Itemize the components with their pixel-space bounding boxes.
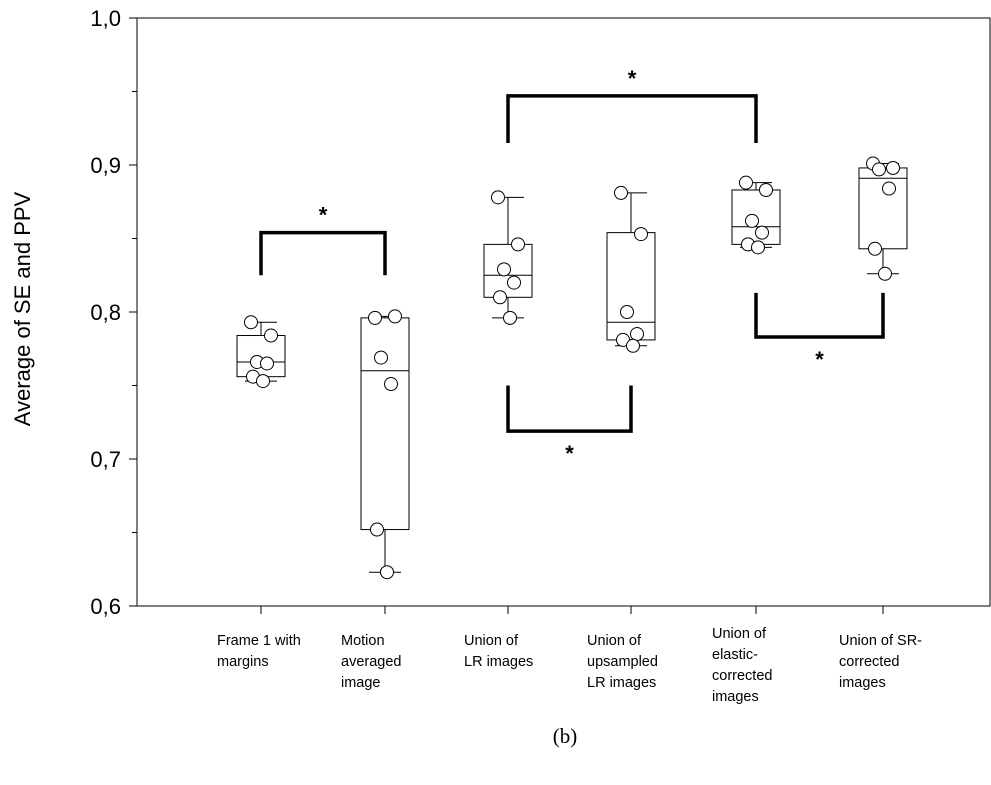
category-label-line: Motion [341, 633, 385, 649]
data-point [384, 377, 398, 392]
category-label-3: Union of LR images [464, 633, 533, 670]
data-point [745, 213, 759, 228]
data-point [882, 181, 896, 196]
data-point [260, 356, 274, 371]
category-label-line: margins [217, 654, 269, 670]
category-labels: Frame 1 with margins Motion averaged image Un… [217, 626, 922, 705]
data-point [868, 241, 882, 256]
data-point [368, 310, 382, 325]
box-3 [483, 196, 533, 319]
data-points [244, 156, 900, 580]
bracket-line [754, 292, 885, 339]
data-point [264, 328, 278, 343]
category-label-line: corrected [839, 654, 899, 670]
significance-brackets: * * * * [259, 66, 885, 466]
y-tick-label: 0,8 [90, 300, 121, 325]
significance-star: * [319, 203, 328, 228]
data-point [256, 374, 270, 389]
box-series [236, 163, 908, 573]
category-label-2: Motion averaged image [341, 633, 401, 691]
significance-star: * [628, 66, 637, 91]
category-label-4: Union of upsampled LR images [587, 633, 658, 691]
data-point [755, 225, 769, 240]
category-label-line: LR images [464, 654, 533, 670]
category-label-line: Union of SR- [839, 633, 922, 649]
category-label-line: Union of [712, 626, 767, 642]
data-point [620, 305, 634, 319]
category-label-line: corrected [712, 668, 772, 684]
data-point [634, 227, 648, 242]
category-label-6: Union of SR-corrected images [839, 633, 922, 691]
data-point [739, 175, 753, 190]
data-point [878, 266, 892, 281]
significance-bracket-2: * [506, 66, 758, 143]
significance-bracket-1: * [259, 203, 387, 276]
y-tick-label: 0,7 [90, 447, 121, 472]
category-label-line: images [712, 689, 759, 705]
data-point [886, 160, 900, 175]
category-label-1: Frame 1 with margins [217, 633, 301, 670]
data-point [497, 262, 511, 277]
data-point [493, 290, 507, 305]
category-label-5: Union of elastic-corrected images [712, 626, 772, 705]
y-axis-label: Average of SE and PPV [10, 191, 35, 426]
box-6 [858, 163, 908, 275]
y-tick-label: 1,0 [90, 6, 121, 31]
y-tick-label: 0,9 [90, 153, 121, 178]
box-5 [731, 182, 781, 248]
category-label-line: Frame 1 with [217, 633, 301, 649]
data-point [511, 237, 525, 252]
data-point [503, 310, 517, 325]
category-label-line: Union of [587, 633, 642, 649]
box-1 [236, 321, 286, 382]
category-label-line: image [341, 675, 381, 691]
data-point [244, 315, 258, 330]
category-label-line: images [839, 675, 886, 691]
iqr-box [360, 317, 410, 531]
data-point [759, 182, 773, 197]
data-point [507, 275, 521, 290]
data-point [751, 240, 765, 255]
data-point [872, 162, 886, 177]
data-point [491, 190, 505, 205]
data-point [626, 338, 640, 353]
significance-star: * [565, 441, 574, 466]
category-label-line: Union of [464, 633, 519, 649]
axes: 0,6 0,7 0,8 0,9 1,0 [90, 6, 991, 619]
box-4 [606, 192, 656, 347]
bracket-line [506, 94, 758, 143]
data-point [380, 565, 394, 580]
iqr-box [236, 335, 286, 378]
significance-star: * [815, 347, 824, 372]
plot-frame [136, 17, 991, 607]
y-tick-label: 0,6 [90, 594, 121, 619]
iqr-box [606, 232, 656, 341]
category-label-line: averaged [341, 654, 401, 670]
significance-bracket-4: * [754, 292, 885, 372]
data-point [370, 522, 384, 537]
data-point [374, 350, 388, 365]
figure-caption: (b) [553, 724, 578, 748]
bracket-line [259, 230, 387, 276]
category-label-line: upsampled [587, 654, 658, 670]
bracket-line [506, 385, 633, 433]
significance-bracket-3: * [506, 385, 633, 466]
category-label-line: LR images [587, 675, 656, 691]
category-label-line: elastic- [712, 647, 758, 663]
data-point [388, 309, 402, 324]
data-point [614, 185, 628, 200]
data-point [630, 327, 644, 342]
iqr-box [858, 167, 908, 250]
